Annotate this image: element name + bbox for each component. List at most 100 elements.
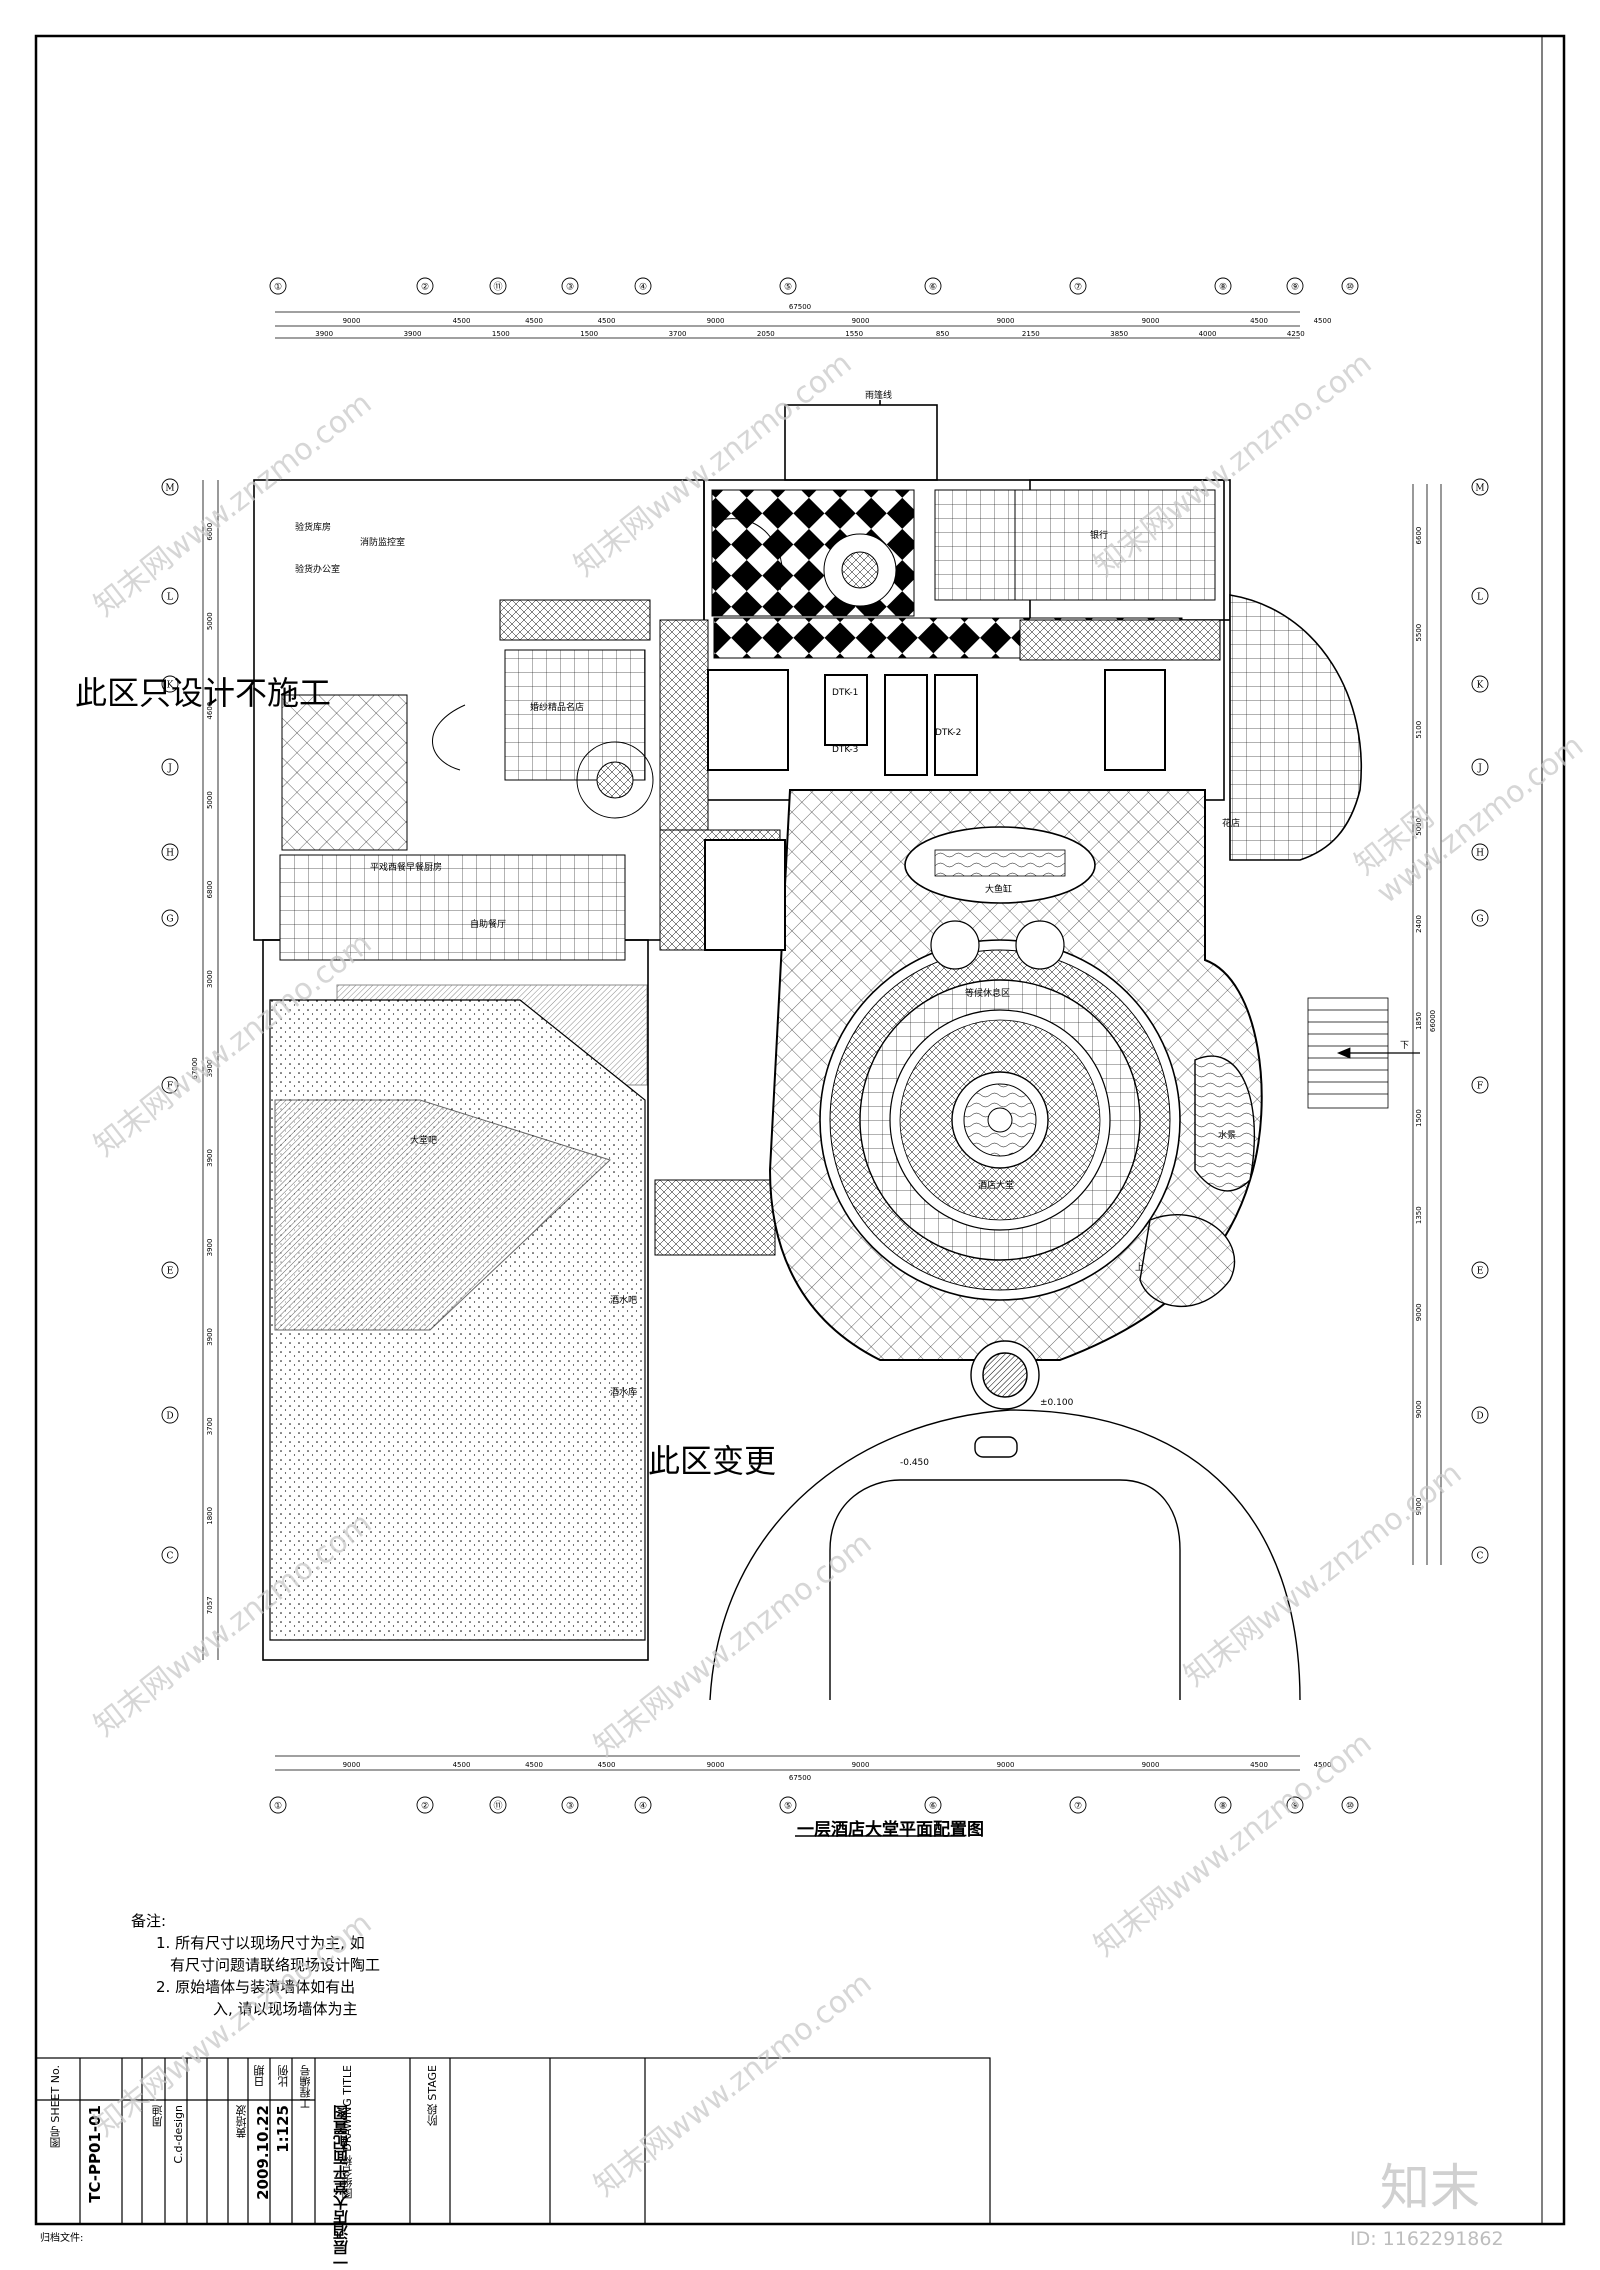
axis-bubble-left (161, 478, 179, 496)
axis-bubble-top-label: ④ (639, 283, 647, 293)
dimension-label: 4500 (1250, 1761, 1268, 1769)
axis-bubble-top (634, 277, 652, 295)
dimension-left-label: 6800 (206, 881, 214, 899)
axis-bubble-bottom-label: ⑩ (1346, 1802, 1354, 1812)
left-axis-column (202, 480, 219, 1660)
spiral-stairs (432, 518, 897, 819)
label-canopy: 雨篷线 (865, 389, 892, 401)
axis-bubble-bottom-label: ⑥ (929, 1802, 937, 1812)
dimension-detail-label: 3700 (669, 330, 687, 338)
tb-scale: 1:125 (274, 2105, 292, 2153)
axis-bubble-right-label: F (1477, 1082, 1483, 1092)
axis-bubble-bottom (561, 1796, 579, 1814)
axis-bubble-top-label: ① (274, 283, 282, 293)
axis-bubble-top (1286, 277, 1304, 295)
axis-bubble-right (1471, 909, 1489, 927)
dimension-detail-label: 3900 (404, 330, 422, 338)
axis-bubble-top (1341, 277, 1359, 295)
dimension-label: 9000 (852, 1761, 870, 1769)
axis-bubble-right-label: D (1476, 1412, 1483, 1422)
tb-stage-label: 阶段 STAGE (426, 2065, 439, 2127)
top-axis-row: 67500 (275, 303, 1300, 339)
axis-bubble-bottom (269, 1796, 287, 1814)
annotation-design-only: 此区只设计不施工 (75, 675, 332, 711)
ramp (1307, 997, 1420, 1109)
axis-bubble-bottom-label: ⑤ (784, 1802, 792, 1812)
axis-bubble-bottom-label: ⑨ (1291, 1802, 1299, 1812)
axis-bubble-left-label: F (167, 1082, 173, 1092)
dimension-right-label: 5500 (1415, 624, 1423, 642)
axis-bubble-right-label: C (1477, 1552, 1484, 1562)
axis-bubble-top-label: ⑥ (929, 283, 937, 293)
label-bar: 酒水吧 (610, 1294, 637, 1306)
dimension-detail-label: 1550 (845, 330, 863, 338)
label-water: 水景 (1218, 1129, 1236, 1141)
dimension-label: 4500 (1250, 317, 1268, 325)
dimension-left-label: 4600 (206, 702, 214, 720)
axis-bubble-right (1471, 1546, 1489, 1564)
title-block-frame (35, 2057, 991, 2225)
dimension-right-label: 9000 (1415, 1400, 1423, 1418)
label-wine: 酒水库 (610, 1386, 637, 1398)
dimension-detail-label: 3850 (1110, 330, 1128, 338)
dimension-label: 9000 (343, 317, 361, 325)
axis-bubble-left (161, 1406, 179, 1424)
notes-block: 备注: 1. 所有尺寸以现场尺寸为主, 如 有尺寸问题请联络现场设计陶工 2. … (128, 1910, 380, 2020)
axis-bubble-left-label: E (167, 1267, 174, 1277)
dimension-detail-label: 4000 (1199, 330, 1217, 338)
axis-bubble-right (1471, 478, 1489, 496)
dimension-detail-label: 2150 (1022, 330, 1040, 338)
dimension-detail-label: 850 (936, 330, 949, 338)
dimension-detail-label: 1500 (492, 330, 510, 338)
axis-bubble-right (1471, 758, 1489, 776)
main-lobby (768, 789, 1263, 1361)
axis-bubble-right-label: J (1477, 764, 1482, 774)
axis-bubble-bottom (779, 1796, 797, 1814)
tb-project-no-label: 工程编号 (299, 2065, 312, 2109)
dimension-left-label: 1800 (206, 1507, 214, 1525)
axis-bubble-right-label: K (1477, 681, 1484, 691)
dimension-label: 4500 (525, 1761, 543, 1769)
axis-bubble-bottom (1286, 1796, 1304, 1814)
label-buffet: 自助餐厅 (470, 918, 506, 930)
axis-bubble-left (161, 909, 179, 927)
axis-bubble-left-label: D (166, 1412, 173, 1422)
axis-bubble-top (269, 277, 287, 295)
axis-bubble-top-label: ⑪ (493, 282, 502, 293)
axis-bubble-bottom-label: ⑪ (493, 1801, 502, 1812)
axis-bubble-right-label: L (1477, 593, 1483, 603)
diagonal-bar-band (274, 1099, 611, 1331)
label-waiting: 等候休息区 (965, 987, 1010, 999)
axis-bubble-bottom (416, 1796, 434, 1814)
label-down: 下 (1400, 1041, 1409, 1051)
axis-bubble-top (1069, 277, 1087, 295)
dimension-left-label: 3000 (206, 970, 214, 988)
dimension-left-label: 3900 (206, 1149, 214, 1167)
notes-heading: 备注: (131, 1912, 167, 1930)
axis-bubble-right (1471, 1261, 1489, 1279)
room-labels: 验货库房 验货办公室 消防监控室 婚纱精品名店 平戏西餐早餐厨房 自助餐厅 大堂… (295, 389, 1409, 1468)
elevator-core (704, 669, 1166, 951)
label-flower: 花店 (1222, 817, 1240, 829)
dimension-label: 4500 (1314, 1761, 1332, 1769)
axis-bubble-bottom-label: ⑦ (1074, 1802, 1082, 1812)
dimension-left-label: 5000 (206, 791, 214, 809)
dimension-right-label: 5000 (1415, 818, 1423, 836)
tb-drawing-name: 一层酒店大堂平面配置图 (332, 2105, 350, 2270)
east-rotunda (1229, 594, 1362, 861)
dimension-right-label: 5100 (1415, 721, 1423, 739)
axis-bubble-top-label: ⑤ (784, 283, 792, 293)
dimension-detail-label: 2050 (757, 330, 775, 338)
dimension-label: 4500 (453, 1761, 471, 1769)
axis-bubble-left (161, 1546, 179, 1564)
dimension-left-label: 3900 (206, 1060, 214, 1078)
dimension-detail-label: 1500 (580, 330, 598, 338)
dimension-label: 9000 (343, 1761, 361, 1769)
axis-bubble-bottom (1069, 1796, 1087, 1814)
axis-bubble-bottom (489, 1796, 507, 1814)
